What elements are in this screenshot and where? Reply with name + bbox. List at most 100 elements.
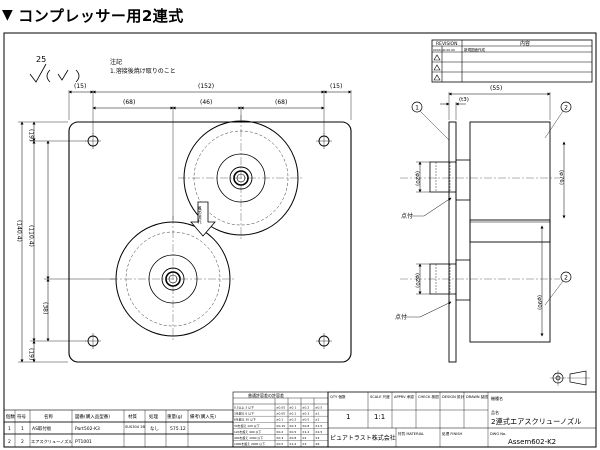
tolerance-cell: ±0.3	[302, 412, 309, 416]
tolerance-cell: 6を超え 30 以下	[234, 417, 256, 422]
tolerance-cell: ±0.05	[276, 406, 285, 410]
parts-header-remarks: 備考(購入先)	[190, 413, 216, 420]
dim-second-left: (68)	[123, 99, 135, 106]
tolerance-cell: ±0.2	[289, 418, 296, 422]
front-view: 風の流れ (15) (152) (15) (68) (46) (68) (19)	[16, 83, 352, 363]
parts-header-dwg: 図番(購入品型番)	[75, 413, 110, 420]
tolerance-cell: ±6	[315, 442, 320, 446]
tolerance-cell: ±1.5	[315, 424, 322, 428]
dim-left-lower: (38)	[42, 302, 49, 314]
weld-label-lower: 点付	[395, 313, 407, 321]
tolerance-cell: ±2	[302, 436, 307, 440]
notes-block: 25 注記 1.溶接後焼け取りのこと	[29, 55, 176, 83]
title-name-value: 2連式エアスクリューノズル	[491, 417, 581, 426]
tolerance-cell: 120を超え 400 以下	[234, 429, 261, 434]
parts-row2-qty: 2	[8, 439, 11, 445]
revision-row1-text: 新規図面作成	[464, 47, 485, 52]
parts-header-mark: 符号	[17, 413, 26, 420]
projection-symbol-icon	[550, 370, 590, 386]
side-dim-d20-upper: (φ20)	[414, 171, 420, 186]
tolerance-cell: ±2.5	[315, 430, 322, 434]
revision-header: REVISION	[436, 41, 457, 47]
dim-left-holes: (110.4)	[28, 225, 35, 247]
revision-table: REVISION 内容 0000.00.00.00 新規図面作成	[431, 39, 593, 83]
parts-row2-dwg: PT1001	[75, 439, 92, 445]
tolerance-cell: ±0.1	[289, 406, 296, 410]
balloon-1-icon	[411, 101, 423, 113]
dim-second-right: (68)	[275, 99, 287, 106]
dim-top-left: (15)	[74, 83, 86, 90]
side-dim-thickness: (t3)	[459, 97, 469, 103]
parts-header-name: 名称	[44, 413, 53, 420]
tolerance-cell: ±0.05	[276, 412, 285, 416]
dim-left-bottom: (19)	[28, 348, 35, 360]
tolerance-cell: ±0.5	[302, 418, 309, 422]
revision-content-header: 内容	[520, 40, 530, 47]
title-block: QTY 個数 1 SCALE 尺度 1:1 APPRV 承認 CHECK 検図 …	[327, 391, 597, 448]
tolerance-cell: 3を超え 6 以下	[234, 411, 254, 416]
title-qty-label: QTY 個数	[330, 394, 346, 399]
revision-row1-date: 0000.00.00.00	[433, 48, 455, 52]
tolerance-cell: ±1	[315, 418, 320, 422]
tolerance-cell: ±0.5	[289, 430, 296, 434]
parts-row1-mark: 1	[21, 426, 24, 432]
tolerance-table: 普通許容差の許容差 0.5以上 3 以下±0.05±0.1±0.2±0.53を超…	[232, 391, 329, 448]
tolerance-cell: ±0.3	[289, 424, 296, 428]
parts-row1-finish: なし	[150, 425, 159, 432]
flow-arrow-label: 風の流れ	[197, 206, 202, 226]
parts-row2-mark: 2	[21, 439, 24, 445]
title-material-label: 材質 MATERIAL	[398, 431, 424, 436]
parts-row1-qty: 1	[8, 426, 11, 432]
lower-nozzle	[110, 216, 236, 342]
title-scale-value: 1:1	[374, 413, 385, 421]
tolerance-cell: 30を超え 120 以下	[234, 423, 260, 428]
revision-triangle-icon	[433, 54, 441, 81]
tolerance-cell: ±1.2	[302, 430, 309, 434]
dim-second-middle: (46)	[200, 99, 212, 106]
side-dim-d90: (φ90)	[536, 295, 542, 310]
tolerance-cell: ±1.2	[289, 442, 296, 446]
side-plate	[448, 121, 457, 363]
surface-finish-icon	[29, 63, 80, 83]
parts-header-material: 材質	[128, 413, 137, 420]
parts-row1-dwg: Part502-K3	[75, 426, 100, 432]
title-name-sublabel: 品名	[491, 409, 499, 415]
dim-left-top: (19)	[28, 129, 35, 141]
tolerance-cell: ±3	[302, 442, 307, 446]
title-finish-label: 処理 FINISH	[442, 431, 462, 436]
side-nozzle-lower	[469, 219, 551, 343]
tolerance-cell: ±1	[315, 412, 320, 416]
side-dim-top: (55)	[490, 85, 502, 92]
parts-header-weight: 重量(g)	[167, 413, 183, 420]
side-nozzle-upper	[469, 121, 551, 243]
parts-row1-material: SUS304 2B	[125, 425, 145, 429]
tolerance-cell: ±0.2	[276, 430, 283, 434]
title-drawn-label: DRAWN 製図	[466, 394, 488, 399]
side-view: (55) (t3) (φ20) (φ20) (φ76) (φ90) 1 2 2 …	[395, 85, 572, 363]
title-name-label: 機種名	[491, 395, 503, 401]
mounting-plate	[68, 121, 352, 363]
tolerance-cell: ±0.8	[302, 424, 309, 428]
tolerance-cell: 1000を超え 2000 以下	[234, 441, 265, 446]
tolerance-cell: 400を超え 1000 以下	[234, 435, 263, 440]
title-company: ピュアトラスト株式会社	[330, 434, 396, 442]
tolerance-table-title: 普通許容差の許容差	[248, 392, 284, 398]
notes-caption: 注記	[110, 58, 122, 66]
title-qty-value: 1	[346, 413, 350, 421]
corner-holes	[85, 133, 332, 349]
title-dwg-label: DWG No.	[490, 432, 506, 436]
balloon-3-icon	[560, 271, 572, 283]
triangle-marker-icon: ▼	[2, 7, 14, 23]
parts-header-finish: 処理	[149, 413, 158, 420]
side-dim-d20-lower: (φ20)	[414, 273, 420, 288]
drawing-heading-title: コンプレッサー用2連式	[18, 6, 184, 25]
flow-direction-arrow: 風の流れ	[190, 201, 216, 237]
weld-label-upper: 点付	[401, 212, 413, 220]
balloon-1-label: 1	[415, 105, 419, 112]
side-dim-d76: (φ76)	[558, 170, 564, 185]
parts-row2-name: エアスクリューノズル	[31, 438, 73, 445]
tolerance-cell: ±0.5	[276, 442, 283, 446]
dim-top-right: (15)	[330, 83, 342, 90]
dim-top-middle: (152)	[198, 83, 214, 90]
tolerance-cell: ±0.2	[302, 406, 309, 410]
